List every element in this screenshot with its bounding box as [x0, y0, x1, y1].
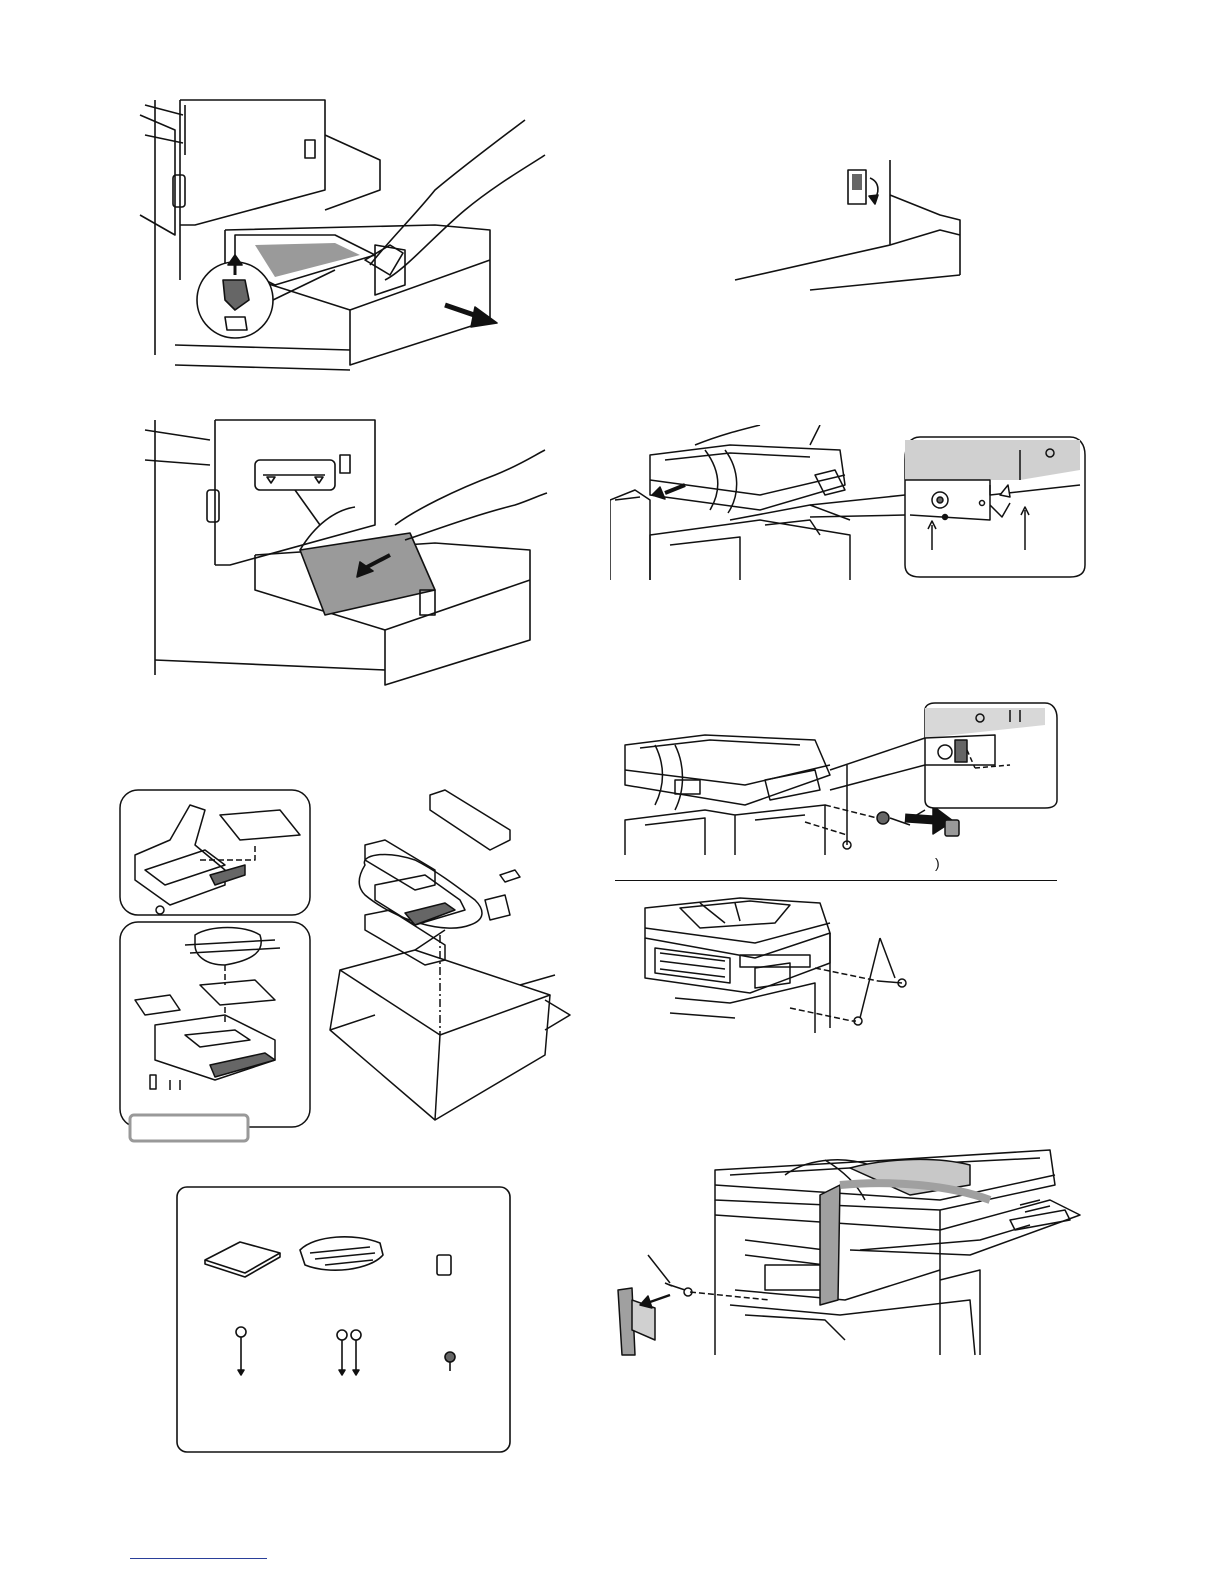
packed-items-list: [175, 1185, 512, 1455]
accessories-box-figure: [175, 1185, 512, 1455]
power-switch-illustration: [730, 160, 970, 295]
remove-tape-figure: [610, 1140, 1090, 1365]
power-switch-figure: [730, 160, 970, 295]
lifting-document-feeder-illustration: [610, 425, 1090, 585]
paper-tray-open-illustration: [135, 95, 550, 380]
front-screw-install-illustration: [640, 893, 910, 1038]
packing-diagram-figure: [115, 785, 575, 1145]
paper-tray-loading-illustration: [135, 415, 550, 690]
remove-rdf-figure: [610, 425, 1090, 585]
footer-link-rule: [130, 1558, 267, 1559]
install-screws-rear-figure: ): [615, 700, 1060, 880]
remove-packing-tape-illustration: [610, 1140, 1090, 1365]
unpacking-exploded-view: [115, 785, 575, 1145]
install-screws-front-figure: [640, 893, 910, 1038]
tray-pull-out-figure: [135, 95, 550, 380]
tray-load-paper-figure: [135, 415, 550, 690]
rear-screw-install-illustration: ): [615, 700, 1060, 880]
bracket-close-label: ): [935, 855, 940, 871]
figure-divider: [615, 880, 1057, 881]
